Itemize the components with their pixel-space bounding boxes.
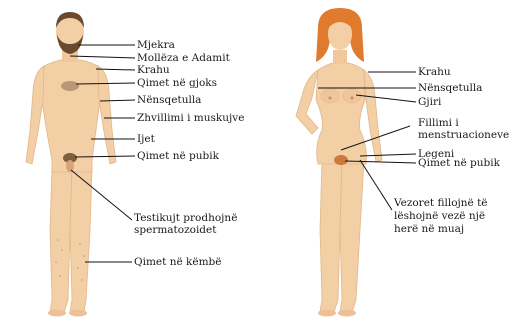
label-beard: Mjekra [137, 39, 175, 51]
label-male-pubic-hair: Qimet në pubik [137, 150, 219, 162]
label-female-shoulder: Krahu [418, 66, 451, 78]
label-leg-hair: Qimet në këmbë [134, 256, 221, 268]
label-testicles-line1: Testikujt prodhojnë [134, 212, 237, 224]
label-male-armpit: Nënsqetulla [137, 94, 201, 106]
label-female-pubic-hair: Qimet në pubik [418, 157, 500, 169]
male-figure [26, 12, 116, 317]
label-ovaries-line3: herë në muaj [394, 223, 464, 235]
label-breast: Gjiri [418, 96, 441, 108]
label-ovaries-line1: Vezoret fillojnë të [394, 197, 488, 209]
female-figure [296, 8, 382, 317]
label-chest-hair: Qimet në gjoks [137, 77, 217, 89]
label-adams-apple: Mollëza e Adamit [137, 52, 230, 64]
label-muscles: Zhvillimi i muskujve [137, 112, 244, 124]
label-female-armpit: Nënsqetulla [418, 82, 482, 94]
label-male-shoulder: Krahu [137, 64, 170, 76]
label-menstruation-line1: Fillimi i [418, 117, 459, 129]
label-menstruation-line2: menstruacioneve [418, 129, 509, 141]
label-testicles-line2: spermatozoidet [134, 224, 216, 236]
label-fat: Ijet [137, 133, 155, 145]
label-ovaries-line2: lëshojnë vezë një [394, 210, 485, 222]
